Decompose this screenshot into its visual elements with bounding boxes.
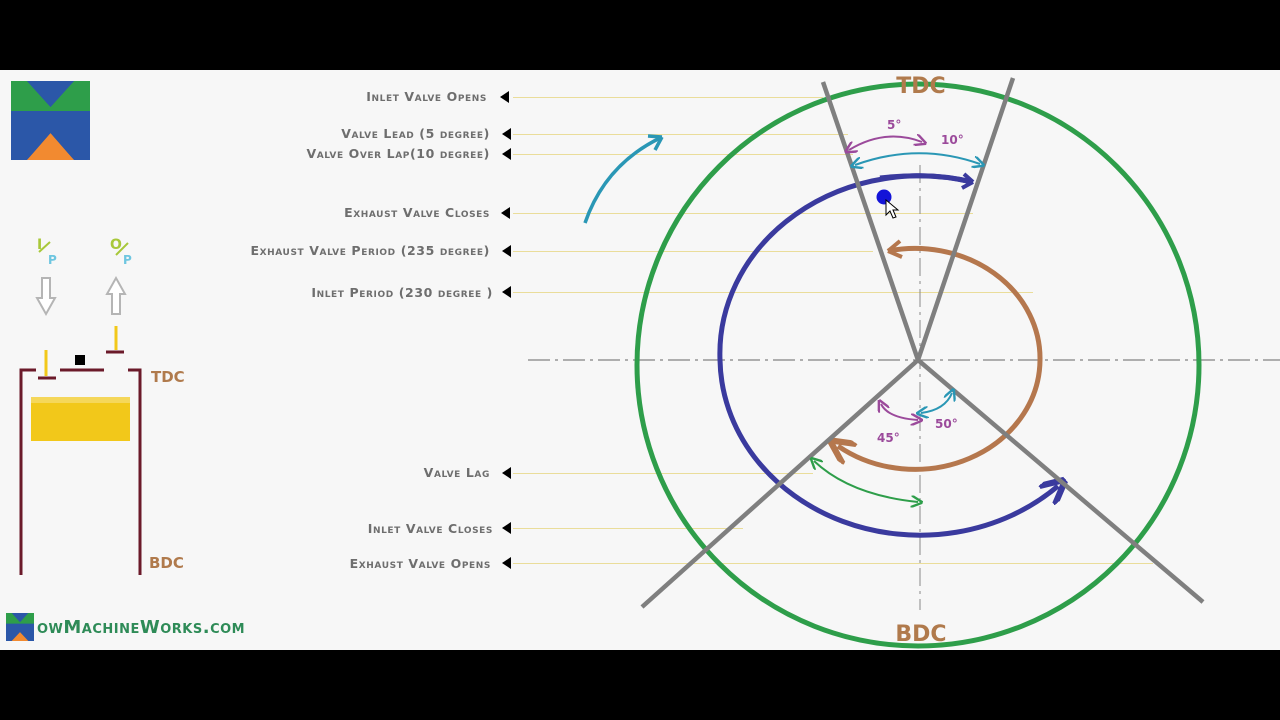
angle-arc-10 xyxy=(855,152,980,165)
guide-valve-lead xyxy=(513,134,848,135)
pointer-icon xyxy=(502,245,511,257)
guide-exhaust-period xyxy=(513,251,873,252)
label-exhaust-valve-opens: Exhaust Valve Opens xyxy=(349,556,491,571)
guide-exhaust-valve-closes xyxy=(513,213,973,214)
angle-arc-45 xyxy=(881,404,918,420)
guide-exhaust-valve-opens xyxy=(513,563,1153,564)
exhaust-period-arc xyxy=(717,173,1058,538)
tdc-label: TDC xyxy=(896,74,945,99)
pointer-icon xyxy=(502,148,511,160)
pointer-icon xyxy=(500,91,509,103)
crank-line xyxy=(820,81,921,361)
label-exhaust-valve-closes: Exhaust Valve Closes xyxy=(344,205,490,220)
pointer-icon xyxy=(502,467,511,479)
guide-inlet-valve-closes xyxy=(513,528,743,529)
crank-circle xyxy=(634,81,1202,649)
crank-line xyxy=(916,358,1205,604)
brand-footer: owMachineWorks.com xyxy=(6,612,245,642)
svg-text:P: P xyxy=(48,253,57,267)
pointer-icon xyxy=(502,128,511,140)
brand-logo-icon xyxy=(6,613,34,641)
guide-valve-overlap xyxy=(513,154,853,155)
pointer-icon xyxy=(502,522,511,534)
label-exhaust-valve-period: Exhaust Valve Period (235 degree) xyxy=(250,243,490,258)
crank-line xyxy=(640,358,920,609)
label-inlet-valve-opens: Inlet Valve Opens xyxy=(366,89,487,104)
angle-label-50: 50° xyxy=(935,417,958,431)
label-valve-lead: Valve Lead (5 degree) xyxy=(341,126,490,141)
bdc-label: BDC xyxy=(895,622,946,647)
angle-arc-5 xyxy=(849,137,922,150)
pointer-icon xyxy=(501,207,510,219)
guide-inlet-period xyxy=(513,292,1033,293)
angle-label-5: 5° xyxy=(887,118,901,132)
outlet-port-label: O P xyxy=(110,237,132,267)
angle-label-45: 45° xyxy=(877,431,900,445)
piston xyxy=(31,397,130,441)
svg-text:O: O xyxy=(110,237,122,253)
pointer-icon xyxy=(502,557,511,569)
crank-line xyxy=(915,77,1016,361)
label-inlet-valve-closes: Inlet Valve Closes xyxy=(367,521,493,536)
inlet-port-label: I P xyxy=(37,237,57,267)
angle-arc-50 xyxy=(921,393,952,413)
svg-text:P: P xyxy=(123,253,132,267)
angle-label-10: 10° xyxy=(941,133,964,147)
label-valve-lag: Valve Lag xyxy=(423,465,490,480)
valve-timing-diagram: TDC BDC 5° 10° 45° 50° xyxy=(528,74,1280,649)
arrow-up-icon xyxy=(105,275,127,315)
label-inlet-period: Inlet Period (230 degree ) xyxy=(311,285,493,300)
engine-tdc-label: TDC xyxy=(151,368,185,386)
rotation-arrow-icon xyxy=(583,136,661,224)
guide-valve-lag xyxy=(513,473,813,474)
howmachineworks-logo xyxy=(11,81,90,160)
video-frame: Inlet Valve Opens Valve Lead (5 degree) … xyxy=(0,70,1280,650)
label-valve-overlap: Valve Over Lap(10 degree) xyxy=(306,146,490,161)
pointer-icon xyxy=(502,286,511,298)
svg-text:I: I xyxy=(37,237,42,253)
valve-lag-arc xyxy=(814,461,918,502)
guide-inlet-valve-opens xyxy=(513,97,823,98)
pointer-dot xyxy=(876,189,892,205)
engine-cylinder: I P O P xyxy=(19,237,142,575)
engine-bdc-label: BDC xyxy=(149,554,184,572)
mouse-cursor-icon xyxy=(885,198,900,219)
brand-text: owMachineWorks.com xyxy=(37,616,246,638)
arrow-down-icon xyxy=(35,277,57,317)
